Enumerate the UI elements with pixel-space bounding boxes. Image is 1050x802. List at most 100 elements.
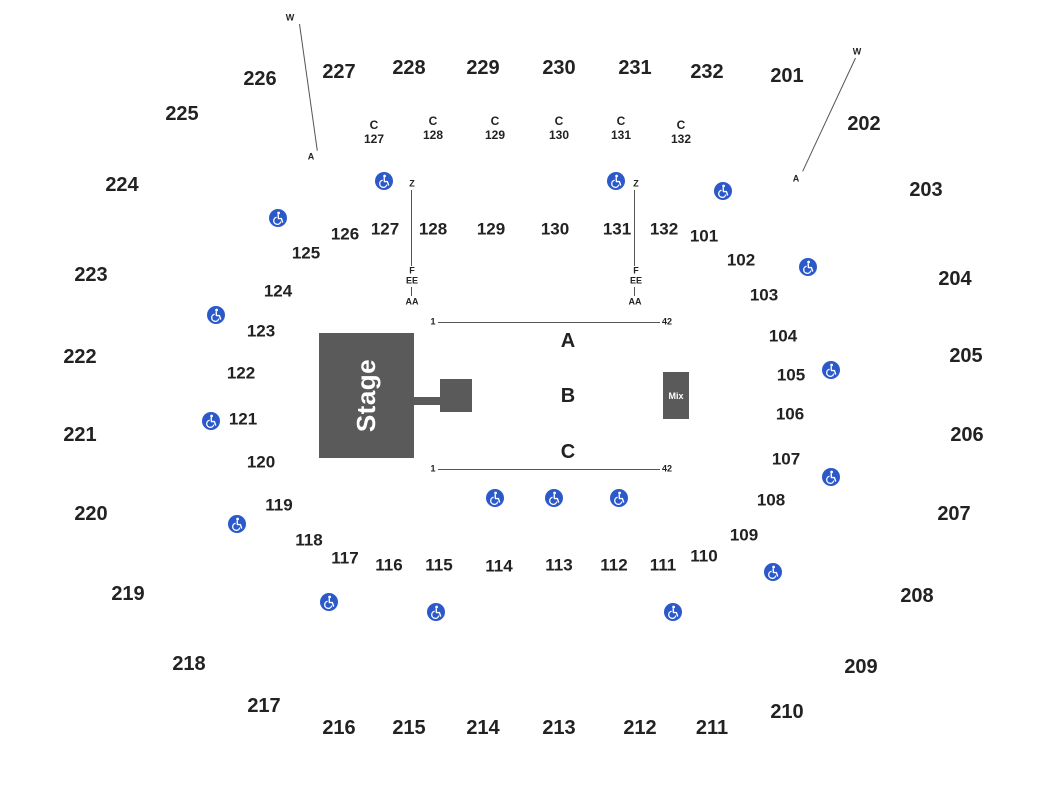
floor-section-b[interactable]: B	[560, 385, 576, 407]
section-202[interactable]: 202	[847, 113, 881, 135]
section-121[interactable]: 121	[228, 409, 258, 429]
club-prefix: C	[428, 114, 438, 128]
wheelchair-accessible-icon[interactable]	[799, 258, 817, 276]
section-116[interactable]: 116	[375, 555, 403, 575]
wheelchair-accessible-icon[interactable]	[228, 515, 246, 533]
section-110[interactable]: 110	[690, 546, 718, 566]
section-220[interactable]: 220	[74, 503, 108, 525]
section-208[interactable]: 208	[900, 585, 934, 607]
wheelchair-accessible-icon[interactable]	[607, 172, 625, 190]
section-225[interactable]: 225	[165, 103, 199, 125]
section-211[interactable]: 211	[695, 717, 729, 739]
section-213[interactable]: 213	[542, 717, 576, 739]
section-228[interactable]: 228	[392, 57, 426, 79]
wheelchair-accessible-icon[interactable]	[822, 361, 840, 379]
section-111[interactable]: 111	[649, 555, 677, 575]
section-130[interactable]: 130	[540, 219, 570, 239]
section-114[interactable]: 114	[485, 556, 513, 576]
section-205[interactable]: 205	[949, 345, 983, 367]
section-128[interactable]: 128	[418, 219, 448, 239]
wheelchair-accessible-icon[interactable]	[427, 603, 445, 621]
section-227[interactable]: 227	[322, 61, 356, 83]
section-203[interactable]: 203	[909, 179, 943, 201]
section-118[interactable]: 118	[295, 530, 323, 550]
section-218[interactable]: 218	[172, 653, 206, 675]
section-222[interactable]: 222	[63, 346, 97, 368]
wheelchair-accessible-icon[interactable]	[714, 182, 732, 200]
wheelchair-accessible-icon[interactable]	[320, 593, 338, 611]
section-107[interactable]: 107	[771, 449, 801, 469]
section-113[interactable]: 113	[545, 555, 573, 575]
row-line-lower-right-aa	[634, 287, 635, 296]
section-204[interactable]: 204	[938, 268, 972, 290]
wheelchair-accessible-icon[interactable]	[207, 306, 225, 324]
section-126[interactable]: 126	[330, 224, 360, 244]
section-207[interactable]: 207	[937, 503, 971, 525]
section-221[interactable]: 221	[63, 424, 97, 446]
section-112[interactable]: 112	[600, 555, 628, 575]
section-229[interactable]: 229	[466, 57, 500, 79]
wheelchair-glyph	[768, 565, 779, 579]
section-210[interactable]: 210	[770, 701, 804, 723]
section-132[interactable]: 132	[649, 219, 679, 239]
section-226[interactable]: 226	[243, 68, 277, 90]
section-223[interactable]: 223	[74, 264, 108, 286]
wheelchair-accessible-icon[interactable]	[822, 468, 840, 486]
section-127[interactable]: 127	[370, 219, 400, 239]
section-102[interactable]: 102	[726, 250, 756, 270]
section-212[interactable]: 212	[623, 717, 657, 739]
section-117[interactable]: 117	[331, 548, 359, 568]
section-216[interactable]: 216	[322, 717, 356, 739]
section-103[interactable]: 103	[749, 285, 779, 305]
wheelchair-accessible-icon[interactable]	[545, 489, 563, 507]
section-230[interactable]: 230	[542, 57, 576, 79]
floor-section-c[interactable]: C	[560, 441, 576, 463]
wheelchair-glyph	[206, 414, 217, 428]
section-217[interactable]: 217	[247, 695, 281, 717]
section-123[interactable]: 123	[246, 321, 276, 341]
wheelchair-glyph	[232, 517, 243, 531]
section-201[interactable]: 201	[770, 65, 804, 87]
wheelchair-accessible-icon[interactable]	[610, 489, 628, 507]
section-109[interactable]: 109	[729, 525, 759, 545]
section-215[interactable]: 215	[392, 717, 426, 739]
row-marker-z-right: Z	[633, 178, 639, 189]
section-104[interactable]: 104	[768, 326, 798, 346]
section-219[interactable]: 219	[111, 583, 145, 605]
wheelchair-glyph	[490, 491, 501, 505]
wheelchair-accessible-icon[interactable]	[764, 563, 782, 581]
wheelchair-accessible-icon[interactable]	[664, 603, 682, 621]
section-105[interactable]: 105	[776, 365, 806, 385]
section-115[interactable]: 115	[425, 555, 453, 575]
section-108[interactable]: 108	[756, 490, 786, 510]
wheelchair-accessible-icon[interactable]	[486, 489, 504, 507]
section-129[interactable]: 129	[476, 219, 506, 239]
section-124[interactable]: 124	[263, 281, 293, 301]
stage-runway	[414, 397, 442, 405]
section-232[interactable]: 232	[690, 61, 724, 83]
section-122[interactable]: 122	[226, 363, 256, 383]
floor-section-a[interactable]: A	[560, 330, 576, 352]
wheelchair-accessible-icon[interactable]	[269, 209, 287, 227]
wheelchair-accessible-icon[interactable]	[202, 412, 220, 430]
row-marker-f-left: F	[409, 265, 415, 276]
section-101[interactable]: 101	[689, 226, 719, 246]
section-120[interactable]: 120	[246, 452, 276, 472]
section-106[interactable]: 106	[775, 404, 805, 424]
section-209[interactable]: 209	[844, 656, 878, 678]
section-231[interactable]: 231	[618, 57, 652, 79]
section-131[interactable]: 131	[602, 219, 632, 239]
wheelchair-accessible-icon[interactable]	[375, 172, 393, 190]
section-125[interactable]: 125	[291, 243, 321, 263]
wheelchair-glyph	[273, 211, 284, 225]
section-119[interactable]: 119	[265, 495, 293, 515]
section-214[interactable]: 214	[466, 717, 500, 739]
section-206[interactable]: 206	[950, 424, 984, 446]
section-224[interactable]: 224	[105, 174, 139, 196]
